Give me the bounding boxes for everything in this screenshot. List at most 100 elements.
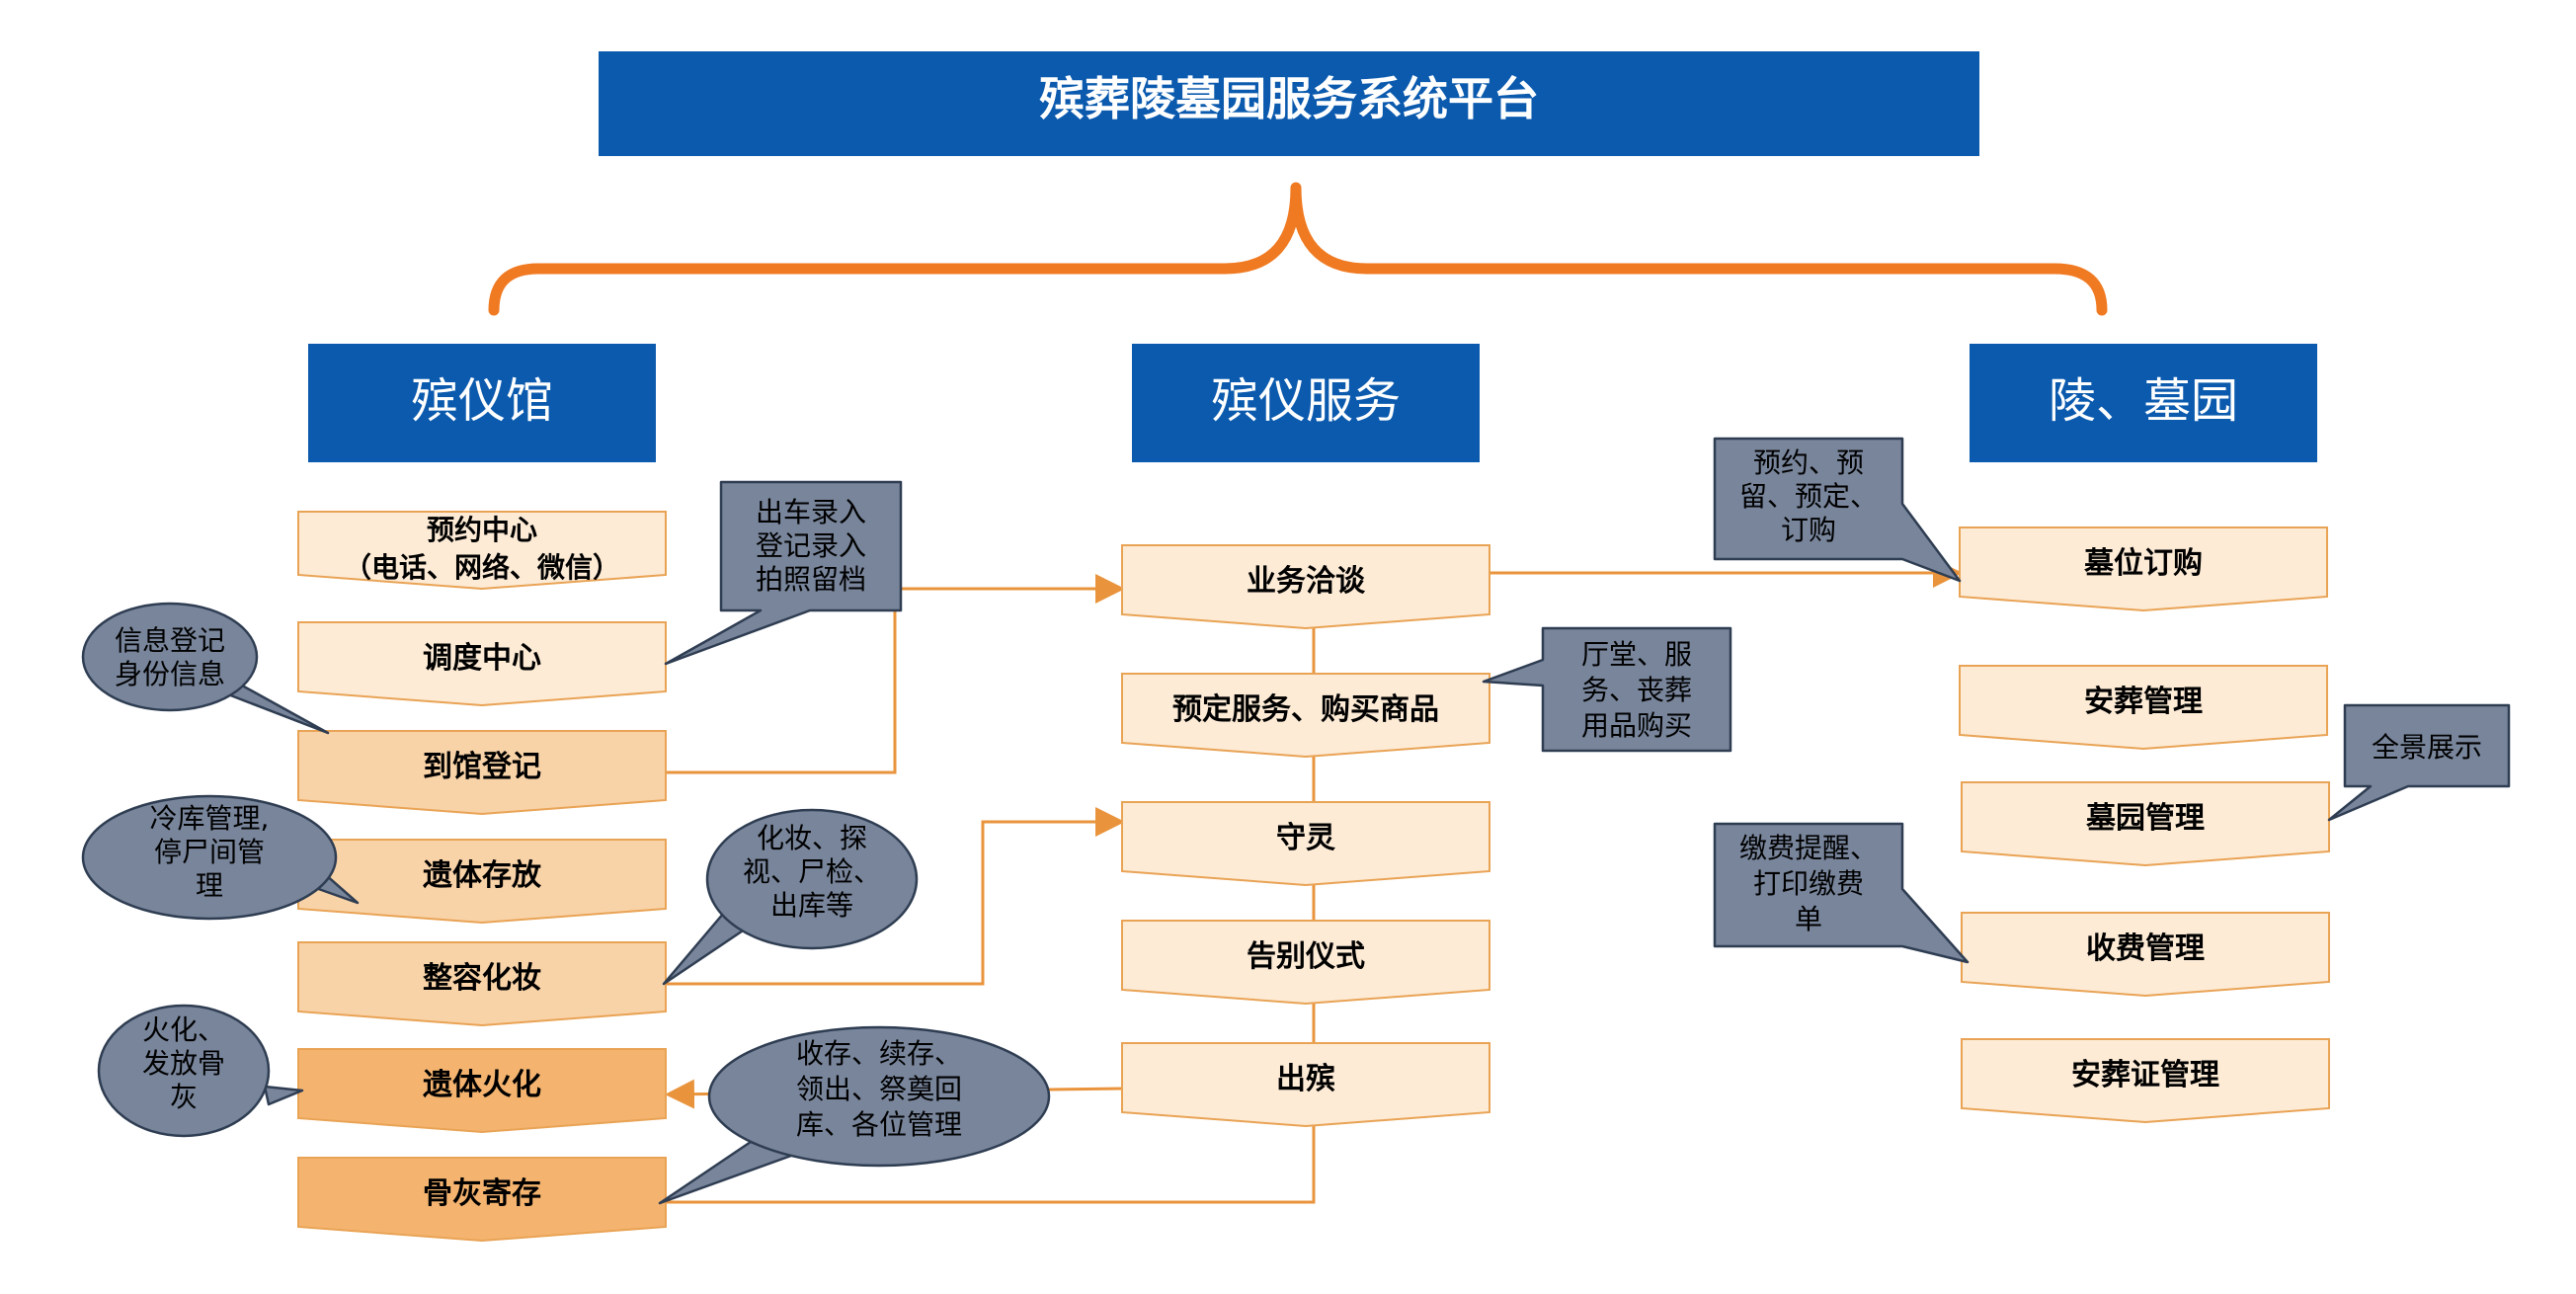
category-brace (488, 182, 2108, 316)
callout-makeup: 化妆、探 视、尸检、 出库等 (662, 808, 919, 986)
node-makeup-shape (297, 941, 667, 1027)
callout-reservation-shape (1713, 437, 1962, 583)
node-burial-certificate-label: 安葬证管理 (2071, 1058, 2219, 1092)
node-burial-certificate: 安葬证管理 (1961, 1038, 2330, 1124)
node-business-negotiation-label: 业务洽谈 (1247, 564, 1366, 599)
callout-cremation-line2: 发放骨 (142, 1047, 225, 1080)
node-reserve-purchase: 预定服务、购买商品 (1121, 673, 1490, 759)
node-arrival-register-shape (297, 730, 667, 816)
node-reserve-purchase-shape (1121, 673, 1490, 759)
callout-hall-purchase-line1: 厅堂、服 (1581, 638, 1692, 671)
node-body-storage-label: 遗体存放 (423, 858, 542, 893)
callout-reservation-line1: 预约、预 (1753, 446, 1864, 479)
callout-fee-reminder-shape (1713, 822, 1970, 964)
node-ash-storage-shape (297, 1157, 667, 1243)
callout-panorama: 全景展示 (2327, 703, 2511, 822)
category-funeral-service-bg (1132, 344, 1480, 462)
callout-cremation-line1: 火化、 (142, 1013, 225, 1046)
callout-reservation-line2: 留、预定、 (1739, 480, 1878, 513)
callout-cold-storage-line3: 理 (196, 869, 223, 902)
title-banner: 殡葬陵墓园服务系统平台 (599, 51, 1979, 156)
callout-info-register-shape (81, 602, 259, 712)
connector-ash-to-grave (666, 558, 1963, 1204)
node-cemetery-management-label: 墓园管理 (2085, 801, 2205, 836)
callout-vehicle-record-line2: 登记录入 (756, 529, 866, 562)
node-arrival-register: 到馆登记 (297, 730, 667, 816)
node-dispatch-center-shape (297, 621, 667, 707)
connector-makeup-to-vigil (666, 807, 1125, 986)
callout-info-register-line2: 身份信息 (115, 658, 225, 690)
category-cemetery-bg (1970, 344, 2317, 462)
callout-fee-reminder-line3: 单 (1795, 903, 1822, 935)
category-funeral-home-bg (308, 344, 656, 462)
callout-hall-purchase-line2: 务、丧葬 (1581, 674, 1692, 706)
node-appointment-center: 预约中心 （电话、网络、微信） (297, 511, 667, 591)
callout-makeup-line3: 出库等 (770, 889, 853, 922)
callout-info-register-line1: 信息登记 (115, 624, 225, 657)
node-ash-storage-label: 骨灰寄存 (423, 1176, 541, 1211)
node-reserve-purchase-label: 预定服务、购买商品 (1172, 692, 1439, 727)
node-burial-certificate-shape (1961, 1038, 2330, 1124)
callout-cold-storage-line2: 停尸间管 (154, 836, 265, 868)
node-farewell-ceremony-label: 告别仪式 (1247, 939, 1365, 974)
node-burial-management: 安葬管理 (1959, 665, 2328, 751)
callouts: 出车录入 登记录入 拍照留档 信息登记 身份信息 冷库管理, 停尸间管 理 化妆… (81, 437, 2511, 1205)
callout-vehicle-record-line3: 拍照留档 (756, 563, 866, 596)
node-cemetery-management-shape (1961, 781, 2330, 867)
callout-ash-storage: 收存、续存、 领出、祭奠回 库、各位管理 (658, 1025, 1051, 1205)
callout-cremation-shape (97, 1004, 271, 1138)
callout-info-register: 信息登记 身份信息 (81, 602, 330, 735)
node-cremation-shape (297, 1048, 667, 1134)
node-farewell-ceremony-shape (1121, 920, 1490, 1006)
node-vigil-label: 守灵 (1276, 821, 1335, 855)
callout-cremation-tail (263, 1085, 304, 1106)
node-appointment-center-shape (297, 511, 667, 591)
node-body-storage: 遗体存放 (297, 839, 667, 925)
callout-makeup-shape (705, 808, 919, 950)
node-fee-management-shape (1961, 912, 2330, 998)
callout-reservation-line3: 订购 (1781, 514, 1836, 546)
callout-vehicle-record-shape (664, 480, 903, 666)
node-departure-label: 出殡 (1276, 1062, 1335, 1096)
callout-panorama-shape (2327, 703, 2511, 822)
node-grave-purchase: 墓位订购 (1959, 526, 2328, 612)
node-appointment-center-line1: 预约中心 (427, 514, 537, 546)
column-cemetery: 墓位订购 安葬管理 墓园管理 收费管理 安葬证管理 (1959, 526, 2330, 1124)
category-funeral-home-label: 殡仪馆 (411, 373, 553, 429)
page-title: 殡葬陵墓园服务系统平台 (1039, 72, 1539, 125)
callout-ash-storage-line1: 收存、续存、 (796, 1037, 962, 1070)
connectors (665, 558, 1963, 1204)
node-dispatch-center: 调度中心 (297, 621, 667, 707)
connector-arrival-register (666, 610, 897, 774)
node-vigil: 守灵 (1121, 801, 1490, 887)
callout-ash-storage-shape (707, 1025, 1051, 1168)
node-makeup: 整容化妆 (297, 941, 667, 1027)
callout-hall-purchase-shape (1482, 626, 1732, 753)
callout-vehicle-record: 出车录入 登记录入 拍照留档 (664, 480, 903, 666)
callout-cremation: 火化、 发放骨 灰 (97, 1004, 304, 1138)
node-business-negotiation-shape (1121, 544, 1490, 630)
callout-makeup-line2: 视、尸检、 (743, 855, 881, 888)
node-business-negotiation: 业务洽谈 (1121, 544, 1490, 630)
callout-ash-storage-line2: 领出、祭奠回 (796, 1073, 962, 1105)
callout-cremation-line3: 灰 (170, 1081, 198, 1113)
category-cemetery: 陵、墓园 (1970, 344, 2317, 462)
callout-fee-reminder: 缴费提醒、 打印缴费 单 (1713, 822, 1970, 964)
callout-vehicle-record-line1: 出车录入 (756, 496, 866, 528)
callout-fee-reminder-line1: 缴费提醒、 (1739, 832, 1878, 864)
node-burial-management-label: 安葬管理 (2084, 685, 2203, 719)
node-makeup-label: 整容化妆 (423, 961, 541, 996)
node-ash-storage: 骨灰寄存 (297, 1157, 667, 1243)
node-vigil-shape (1121, 801, 1490, 887)
column-funeral-home: 预约中心 （电话、网络、微信） 调度中心 到馆登记 遗体存放 整容化妆 遗体火化… (297, 511, 667, 1243)
category-funeral-service: 殡仪服务 (1132, 344, 1480, 462)
node-appointment-center-line2: （电话、网络、微信） (344, 551, 620, 584)
category-funeral-home: 殡仪馆 (308, 344, 656, 462)
node-arrival-register-label: 到馆登记 (423, 750, 541, 784)
callout-cold-storage-line1: 冷库管理, (150, 802, 270, 835)
callout-hall-purchase-line3: 用品购买 (1581, 709, 1692, 742)
node-farewell-ceremony: 告别仪式 (1121, 920, 1490, 1006)
node-burial-management-shape (1959, 665, 2328, 751)
node-departure: 出殡 (1121, 1042, 1490, 1128)
